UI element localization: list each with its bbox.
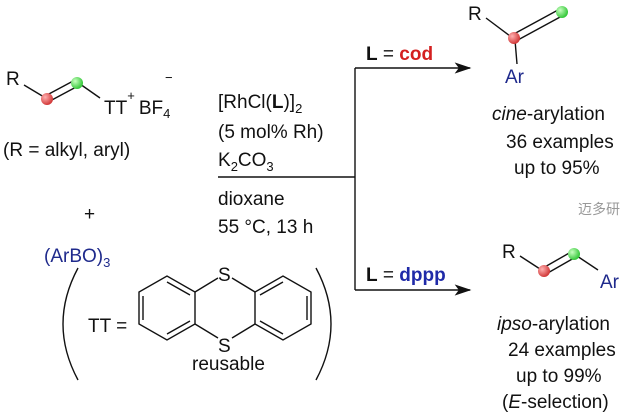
svg-text:ipso-arylation: ipso-arylation xyxy=(497,314,610,335)
red-carbon-atom xyxy=(508,32,520,44)
watermark: 迈多研 xyxy=(578,201,620,217)
green-carbon-atom xyxy=(71,77,83,89)
svg-text:R: R xyxy=(502,242,516,263)
svg-text:cine-arylation: cine-arylation xyxy=(492,104,605,125)
svg-text:(E-selection): (E-selection) xyxy=(502,392,609,413)
minus-charge: − xyxy=(165,70,173,85)
catalyst-loading: (5 mol% Rh) xyxy=(218,122,324,143)
svg-text:Ar: Ar xyxy=(600,272,620,293)
sulfur-top: S xyxy=(218,265,231,286)
svg-text:up to 95%: up to 95% xyxy=(514,158,600,179)
red-carbon-atom xyxy=(41,93,53,105)
red-carbon-atom xyxy=(538,265,550,277)
tt-bf4-salt: TT+BF4 xyxy=(104,88,170,121)
svg-text:Ar: Ar xyxy=(505,67,525,88)
plus-sign: + xyxy=(84,204,95,225)
solvent: dioxane xyxy=(218,189,285,210)
arylboroxine: (ArBO)3 xyxy=(44,246,110,270)
r-group: R xyxy=(6,69,20,90)
r-group-note: (R = alkyl, aryl) xyxy=(3,140,130,161)
reaction-conditions: [RhCl(L)]2 (5 mol% Rh) K2CO3 dioxane 55 … xyxy=(218,92,355,238)
ipso-product: R Ar ipso-arylation 24 examples up to 99… xyxy=(497,242,620,413)
catalyst: [RhCl(L)]2 xyxy=(218,92,302,116)
svg-text:up to 99%: up to 99% xyxy=(516,366,602,387)
thianthrene-structure: TT = S S reusable xyxy=(62,265,332,381)
green-carbon-atom xyxy=(556,6,568,18)
svg-text:36 examples: 36 examples xyxy=(506,132,614,153)
vinyl-thianthrenium-reactant: R TT+BF4 − (R = alkyl, aryl) xyxy=(3,69,173,161)
sulfur-bottom: S xyxy=(218,336,231,357)
base: K2CO3 xyxy=(218,150,274,174)
ligand-cod-label: L = cod xyxy=(366,44,433,65)
reusable-note: reusable xyxy=(192,354,265,375)
green-carbon-atom xyxy=(568,248,580,260)
tt-label: TT = xyxy=(88,316,127,337)
temperature-time: 55 °C, 13 h xyxy=(218,217,313,238)
cine-product: R Ar cine-arylation 36 examples up to 95… xyxy=(468,4,614,179)
ligand-dppp-label: L = dppp xyxy=(366,265,446,286)
svg-text:24 examples: 24 examples xyxy=(508,340,616,361)
svg-text:R: R xyxy=(468,4,482,25)
